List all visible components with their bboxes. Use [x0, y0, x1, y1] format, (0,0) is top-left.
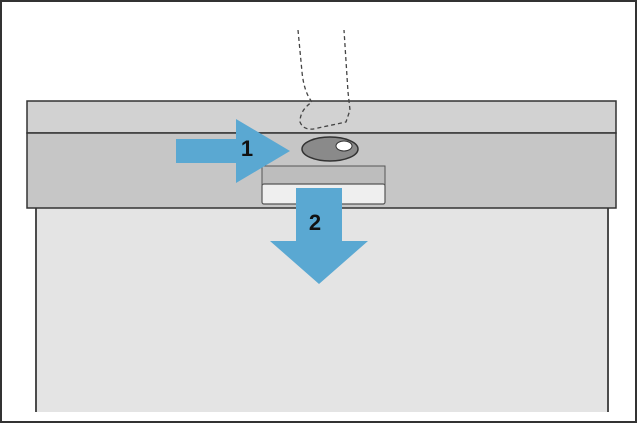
- countertop: [26, 100, 617, 134]
- door-sides: [35, 208, 609, 412]
- panel-recess: [261, 165, 386, 187]
- step-1-number: 1: [241, 136, 253, 161]
- arrow-down-icon: [270, 188, 368, 284]
- latch-icon: [301, 136, 359, 162]
- arrow-right-icon: [176, 119, 290, 183]
- step-2-number: 2: [309, 210, 321, 235]
- finger-icon: [297, 29, 351, 130]
